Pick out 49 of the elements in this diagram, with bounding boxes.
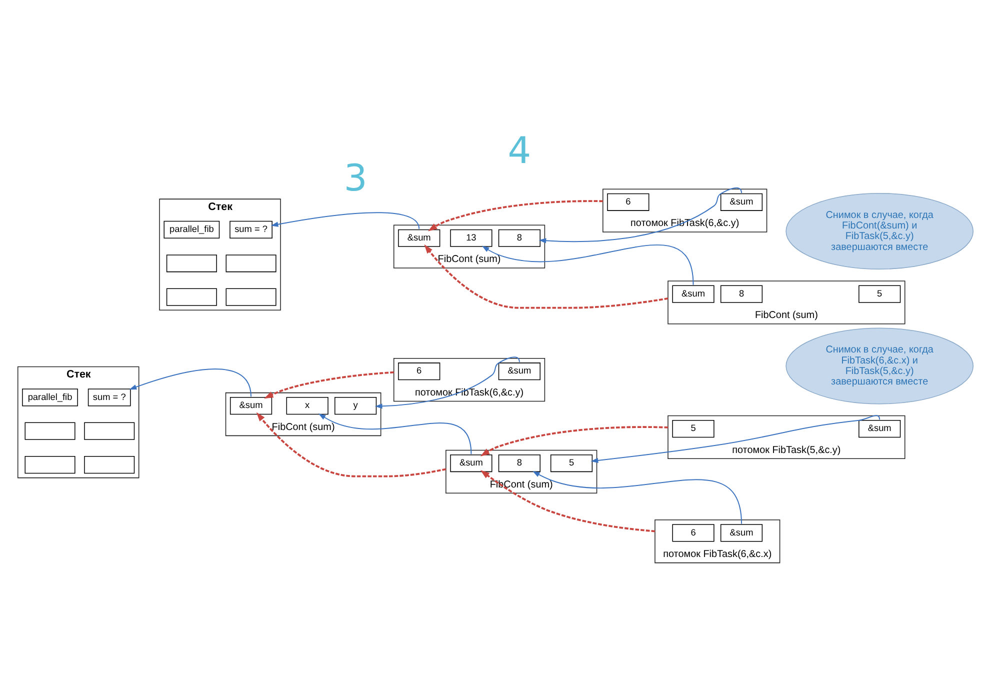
label: 4 bbox=[508, 128, 532, 172]
arrow bbox=[374, 356, 520, 408]
arrow bbox=[532, 470, 742, 524]
node-box: 5 bbox=[550, 454, 593, 472]
node-box: sum = ? bbox=[88, 388, 131, 406]
node-box: &sum bbox=[498, 362, 540, 380]
node-box: &sum bbox=[858, 420, 901, 438]
node-ellipse: Снимок в случае, когда FibTask(6,&c.x) и FibTask(5,&c.y) завершаются вместе bbox=[786, 327, 974, 404]
node-box: &sum bbox=[720, 524, 763, 542]
arrow bbox=[264, 370, 394, 398]
label: 3 bbox=[344, 156, 368, 200]
node-box: 13 bbox=[450, 228, 492, 246]
node-box bbox=[84, 455, 135, 474]
node-box: sum = ? bbox=[230, 220, 272, 238]
node-box bbox=[24, 422, 76, 440]
node-box: &sum bbox=[398, 228, 440, 246]
arrow bbox=[538, 186, 742, 243]
arrow bbox=[428, 200, 603, 231]
node-box: &sum bbox=[230, 396, 272, 414]
node-box: parallel_fib bbox=[164, 220, 220, 238]
node-box: 8 bbox=[498, 454, 540, 472]
node-ellipse: Снимок в случае, когда FibCont(&sum) и FibTask(5,&c.y) завершаются вместе bbox=[786, 192, 974, 270]
node-box bbox=[166, 288, 217, 306]
node-box: x bbox=[286, 396, 328, 414]
node-box bbox=[226, 288, 276, 306]
node-box: 6 bbox=[398, 362, 440, 380]
arrow bbox=[424, 244, 668, 308]
node-box bbox=[84, 422, 135, 440]
node-box: &sum bbox=[450, 454, 492, 472]
node-box: 6 bbox=[607, 192, 650, 210]
node-box: 6 bbox=[672, 524, 714, 542]
node-box: 5 bbox=[672, 420, 714, 438]
arrow bbox=[256, 412, 446, 477]
node-box: 8 bbox=[720, 284, 763, 302]
arrow bbox=[270, 212, 420, 229]
node-box bbox=[24, 455, 76, 474]
node-box: &sum bbox=[720, 192, 763, 210]
node-box: y bbox=[334, 396, 377, 414]
arrow bbox=[318, 412, 472, 454]
arrow bbox=[482, 244, 694, 285]
arrow bbox=[129, 368, 252, 397]
node-box bbox=[166, 254, 217, 272]
node-box: &sum bbox=[672, 284, 714, 302]
node-box: parallel_fib bbox=[22, 388, 78, 406]
node-box bbox=[226, 254, 276, 272]
arrow bbox=[480, 426, 668, 456]
node-box: 5 bbox=[858, 284, 901, 302]
arrow bbox=[480, 470, 656, 532]
node-box: 8 bbox=[498, 228, 540, 246]
